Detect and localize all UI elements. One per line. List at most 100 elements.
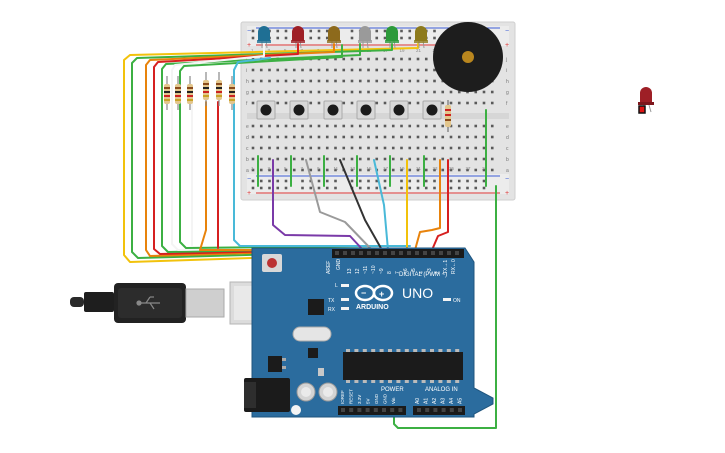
digital-pin-label: ~9 <box>379 268 385 274</box>
power-pin-label: RESET <box>349 389 354 404</box>
leds[interactable] <box>257 26 428 49</box>
resistor[interactable] <box>229 76 235 110</box>
push-button[interactable] <box>289 100 309 120</box>
row-label: h <box>246 79 249 85</box>
power-analog-header[interactable] <box>341 408 462 412</box>
row-label: g <box>246 90 249 96</box>
svg-text:−: − <box>505 28 509 35</box>
digital-pin-label: ~10 <box>371 265 377 274</box>
row-label: a <box>506 168 509 174</box>
column-label: 1 <box>251 48 254 53</box>
push-button[interactable] <box>323 100 343 120</box>
svg-text:+: + <box>505 42 509 49</box>
column-label: 21 <box>416 166 422 171</box>
resistor[interactable] <box>175 76 181 110</box>
column-label: 3 <box>268 48 271 53</box>
row-label: h <box>506 79 509 85</box>
column-label: 27 <box>466 166 472 171</box>
column-label: 13 <box>350 166 356 171</box>
push-button[interactable] <box>389 100 409 120</box>
loose-red-led[interactable] <box>638 87 654 114</box>
resistor[interactable] <box>203 72 209 106</box>
brand-label: ARDUINO <box>356 304 389 311</box>
svg-text:−: − <box>505 176 509 183</box>
wire-green-jumpers <box>257 109 487 187</box>
digital-pin-label: 2 <box>435 271 441 274</box>
row-label: f <box>246 101 248 107</box>
row-label: i <box>246 68 247 74</box>
column-label: 3 <box>268 166 271 171</box>
analog-pin-label: A2 <box>432 398 438 404</box>
led[interactable] <box>414 26 428 49</box>
push-button[interactable] <box>356 100 376 120</box>
power-pin-label: GND <box>374 393 379 404</box>
row-label: a <box>246 168 249 174</box>
atmega-chip <box>346 349 460 383</box>
svg-text:−: − <box>361 288 366 298</box>
row-label: d <box>246 135 249 141</box>
led[interactable] <box>291 26 305 49</box>
wire-green-left-3 <box>179 44 381 249</box>
wire-white-left <box>171 43 371 251</box>
analog-pin-label: A5 <box>458 398 464 404</box>
resistor[interactable] <box>164 76 170 110</box>
wire-purple <box>272 159 364 251</box>
led[interactable] <box>257 26 271 49</box>
resistor[interactable] <box>187 76 193 110</box>
led[interactable] <box>358 26 372 49</box>
led-l-label: L <box>335 283 338 289</box>
power-pin-label: IOREF <box>340 390 345 404</box>
push-button[interactable] <box>422 100 442 120</box>
model-label: UNO <box>402 285 433 301</box>
row-label: f <box>506 101 508 107</box>
wire-red <box>431 159 449 251</box>
column-label: 11 <box>334 166 339 171</box>
analog-pin-label: A3 <box>441 398 447 404</box>
usb-symbol-icon <box>136 296 160 310</box>
digital-pin-label: ~6 <box>403 268 409 274</box>
digital-header[interactable] <box>335 251 459 255</box>
push-buttons[interactable] <box>256 100 442 120</box>
gnd-label: GND <box>336 259 342 271</box>
row-label: b <box>246 157 249 163</box>
power-label: POWER <box>381 387 404 393</box>
led[interactable] <box>385 26 399 49</box>
analog-pin-label: A4 <box>449 398 455 404</box>
row-label: j <box>505 57 507 63</box>
column-label: 5 <box>284 166 287 171</box>
led-rx-label: RX <box>328 307 336 313</box>
wire-gray <box>305 159 373 251</box>
push-button[interactable] <box>256 100 276 120</box>
resistor[interactable] <box>216 72 222 106</box>
resistors[interactable] <box>164 72 235 110</box>
led-on-label: ON <box>453 298 461 304</box>
wire-orange-left <box>145 43 356 257</box>
aref-label: AREF <box>326 261 332 274</box>
led[interactable] <box>327 26 341 49</box>
analog-label: ANALOG IN <box>425 387 458 393</box>
row-label: c <box>246 146 249 152</box>
row-label: i <box>506 68 507 74</box>
digital-label: DIGITAL (PWM ~) <box>399 272 447 278</box>
analog-pin-label: A1 <box>424 398 430 404</box>
arduino-logo-icon <box>354 284 394 302</box>
piezo-buzzer[interactable] <box>433 22 503 92</box>
digital-pin-label: 7 <box>395 271 401 274</box>
wire-green-power <box>393 185 497 429</box>
power-pin-label: Vin <box>391 397 396 404</box>
analog-pin-label: A0 <box>415 398 421 404</box>
row-label: e <box>246 124 249 130</box>
wire-green-left-2 <box>161 43 366 253</box>
power-pin-label: 3.3V <box>357 395 362 404</box>
column-label: 15 <box>367 166 373 171</box>
resistor-buzzer[interactable] <box>445 100 451 132</box>
row-label: d <box>506 135 509 141</box>
column-label: 29 <box>482 166 488 171</box>
column-label: 1 <box>251 166 254 171</box>
svg-text:+: + <box>379 289 384 299</box>
column-label: 19 <box>400 166 406 171</box>
